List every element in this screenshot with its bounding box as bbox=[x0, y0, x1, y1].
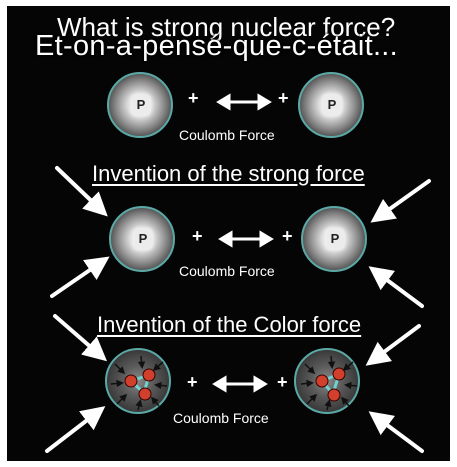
slide: What is strong nuclear force? Et-on-a-pe… bbox=[7, 6, 450, 461]
quark-icon bbox=[124, 374, 138, 388]
proton-label: P bbox=[323, 95, 341, 115]
coulomb-force-label: Coulomb Force bbox=[173, 410, 269, 426]
proton-left-1: P bbox=[107, 72, 173, 138]
proton-right-1: P bbox=[298, 72, 364, 138]
arrow-in-icon bbox=[53, 314, 108, 362]
slide-title: What is strong nuclear force? bbox=[57, 12, 396, 42]
plus-sign: + bbox=[192, 226, 203, 246]
quark-icon bbox=[315, 374, 329, 388]
proton-left-2: P bbox=[109, 206, 175, 272]
diagram-overlay bbox=[45, 93, 431, 453]
arrow-in-icon bbox=[368, 266, 424, 308]
strong-force-heading: Invention of the strong force bbox=[92, 161, 365, 186]
double-arrow-icon bbox=[216, 93, 272, 111]
quark-icon bbox=[332, 367, 346, 381]
proton-label: P bbox=[326, 229, 344, 249]
color-force-heading: Invention of the Color force bbox=[97, 312, 362, 337]
double-arrow-icon bbox=[212, 375, 268, 393]
plus-sign: + bbox=[188, 88, 199, 108]
arrow-in-icon bbox=[55, 166, 108, 217]
coulomb-force-label: Coulomb Force bbox=[179, 127, 275, 143]
coulomb-force-label: Coulomb Force bbox=[179, 263, 275, 279]
quark-cluster-right bbox=[300, 355, 358, 411]
arrow-in-icon bbox=[365, 324, 421, 366]
plus-sign: + bbox=[277, 372, 288, 392]
arrow-in-icon bbox=[50, 256, 110, 298]
arrow-in-icon bbox=[368, 411, 424, 453]
arrow-in-icon bbox=[370, 179, 431, 223]
double-arrow-icon bbox=[218, 230, 274, 248]
plus-sign: + bbox=[187, 372, 198, 392]
quark-cluster-left bbox=[110, 355, 168, 411]
quark-icon bbox=[327, 388, 341, 402]
quark-icon bbox=[142, 368, 156, 382]
plus-sign: + bbox=[282, 226, 293, 246]
proton-label: P bbox=[134, 229, 152, 249]
quark-icon bbox=[138, 387, 152, 401]
proton-label: P bbox=[132, 95, 150, 115]
slide-subtitle-overlay: Et-on-a-pensé-que-c-était... bbox=[35, 30, 399, 62]
plus-sign: + bbox=[278, 88, 289, 108]
arrow-in-icon bbox=[45, 406, 106, 453]
proton-right-2: P bbox=[301, 206, 367, 272]
